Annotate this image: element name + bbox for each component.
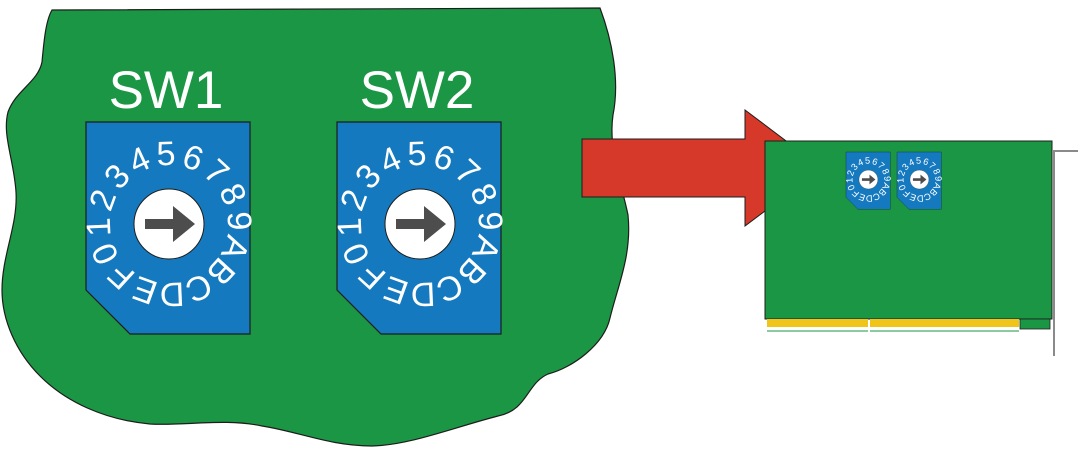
dial-digit: 1 <box>895 178 905 184</box>
dial-digit: 5 <box>865 156 871 166</box>
mounting-bracket <box>1053 150 1078 356</box>
dial-digit: E <box>908 192 917 203</box>
dial-digit: 6 <box>922 156 930 167</box>
arrow-right-icon <box>145 206 195 242</box>
dial-digit: 8 <box>931 167 942 176</box>
dial-digit: 5 <box>407 135 428 174</box>
dial-digit: 5 <box>916 156 922 166</box>
dial-digit: 2 <box>896 169 907 177</box>
dial-digit: A <box>880 181 892 191</box>
dial-digit: 0 <box>846 183 857 192</box>
dial-digit: 7 <box>927 160 938 171</box>
edge-connector <box>870 319 1019 327</box>
dial-digit: B <box>877 187 889 198</box>
dial-digit: C <box>922 191 933 203</box>
dial-digit: D <box>159 274 185 313</box>
dial-digit: 1 <box>844 178 854 184</box>
dial-digit: A <box>931 181 943 191</box>
dial-digit: 1 <box>80 217 119 238</box>
card-tab <box>1019 318 1051 330</box>
dial-digit: 9 <box>882 176 892 182</box>
pcb-zoom-area <box>1 7 630 447</box>
arrow-right-icon <box>861 174 876 185</box>
arrow-right-icon <box>912 174 927 185</box>
dial-digit: D <box>410 274 436 313</box>
dial-digit: F <box>901 188 912 199</box>
edge-connector <box>767 319 868 327</box>
dial-digit: 7 <box>876 160 887 171</box>
switch-label: SW2 <box>360 61 475 120</box>
switch-label: SW1 <box>109 61 224 120</box>
dial-digit: F <box>850 188 861 199</box>
dial-digit: 4 <box>856 157 865 168</box>
dial-digit: 3 <box>900 162 911 173</box>
dial-digit: 9 <box>220 211 259 232</box>
dial-digit: 9 <box>471 211 510 232</box>
arrow-right-icon <box>396 206 446 242</box>
dial-digit: D <box>916 193 923 203</box>
dial-digit: 9 <box>933 176 943 182</box>
dial-digit: D <box>865 193 872 203</box>
dial-digit: 0 <box>897 183 908 192</box>
dial-digit: 4 <box>907 157 916 168</box>
dial-digit: 2 <box>845 169 856 177</box>
dial-digit: 6 <box>871 156 879 167</box>
dial-digit: B <box>928 187 940 198</box>
dial-digit: C <box>871 191 882 203</box>
dial-digit: 1 <box>331 217 370 238</box>
dial-digit: 8 <box>880 167 891 176</box>
dial-digit: 5 <box>156 135 177 174</box>
dial-digit: E <box>857 192 866 203</box>
dial-digit: 3 <box>849 162 860 173</box>
